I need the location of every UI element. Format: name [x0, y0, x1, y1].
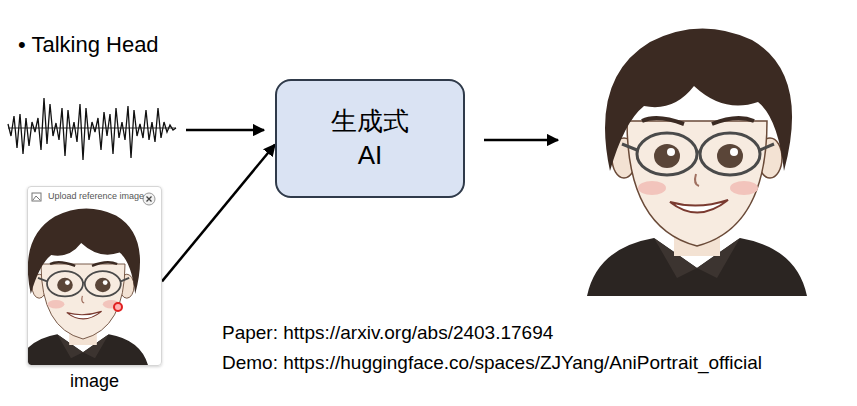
- process-box: 生成式 AI: [275, 79, 465, 198]
- connector-arrow: [162, 144, 275, 281]
- upload-icon: [32, 193, 41, 201]
- reference-link: Paper: https://arxiv.org/abs/2403.17694: [222, 322, 553, 344]
- node-label: Upload reference image: [48, 191, 144, 201]
- reference-link: Demo: https://huggingface.co/spaces/ZJYa…: [222, 352, 762, 374]
- node-label: 生成式 AI: [324, 105, 416, 173]
- mouth-marker: [114, 303, 122, 311]
- waveform-trace: [8, 98, 176, 160]
- close-circle: [143, 193, 155, 205]
- audio-waveform: [8, 98, 176, 160]
- audio-arrow: [186, 129, 264, 132]
- upload-icon-frame: [32, 193, 41, 201]
- upload-card: Upload reference imageimage: [27, 186, 162, 366]
- slide-title: • Talking Head: [18, 32, 159, 58]
- reference-portrait: [28, 208, 149, 365]
- close-cross: [147, 197, 152, 202]
- node-caption: image: [28, 371, 161, 392]
- generated-portrait: [587, 28, 807, 296]
- close-button: [143, 193, 155, 205]
- upload-icon-mark: [33, 196, 40, 200]
- small-face: [28, 208, 149, 365]
- output-arrow: [484, 139, 558, 142]
